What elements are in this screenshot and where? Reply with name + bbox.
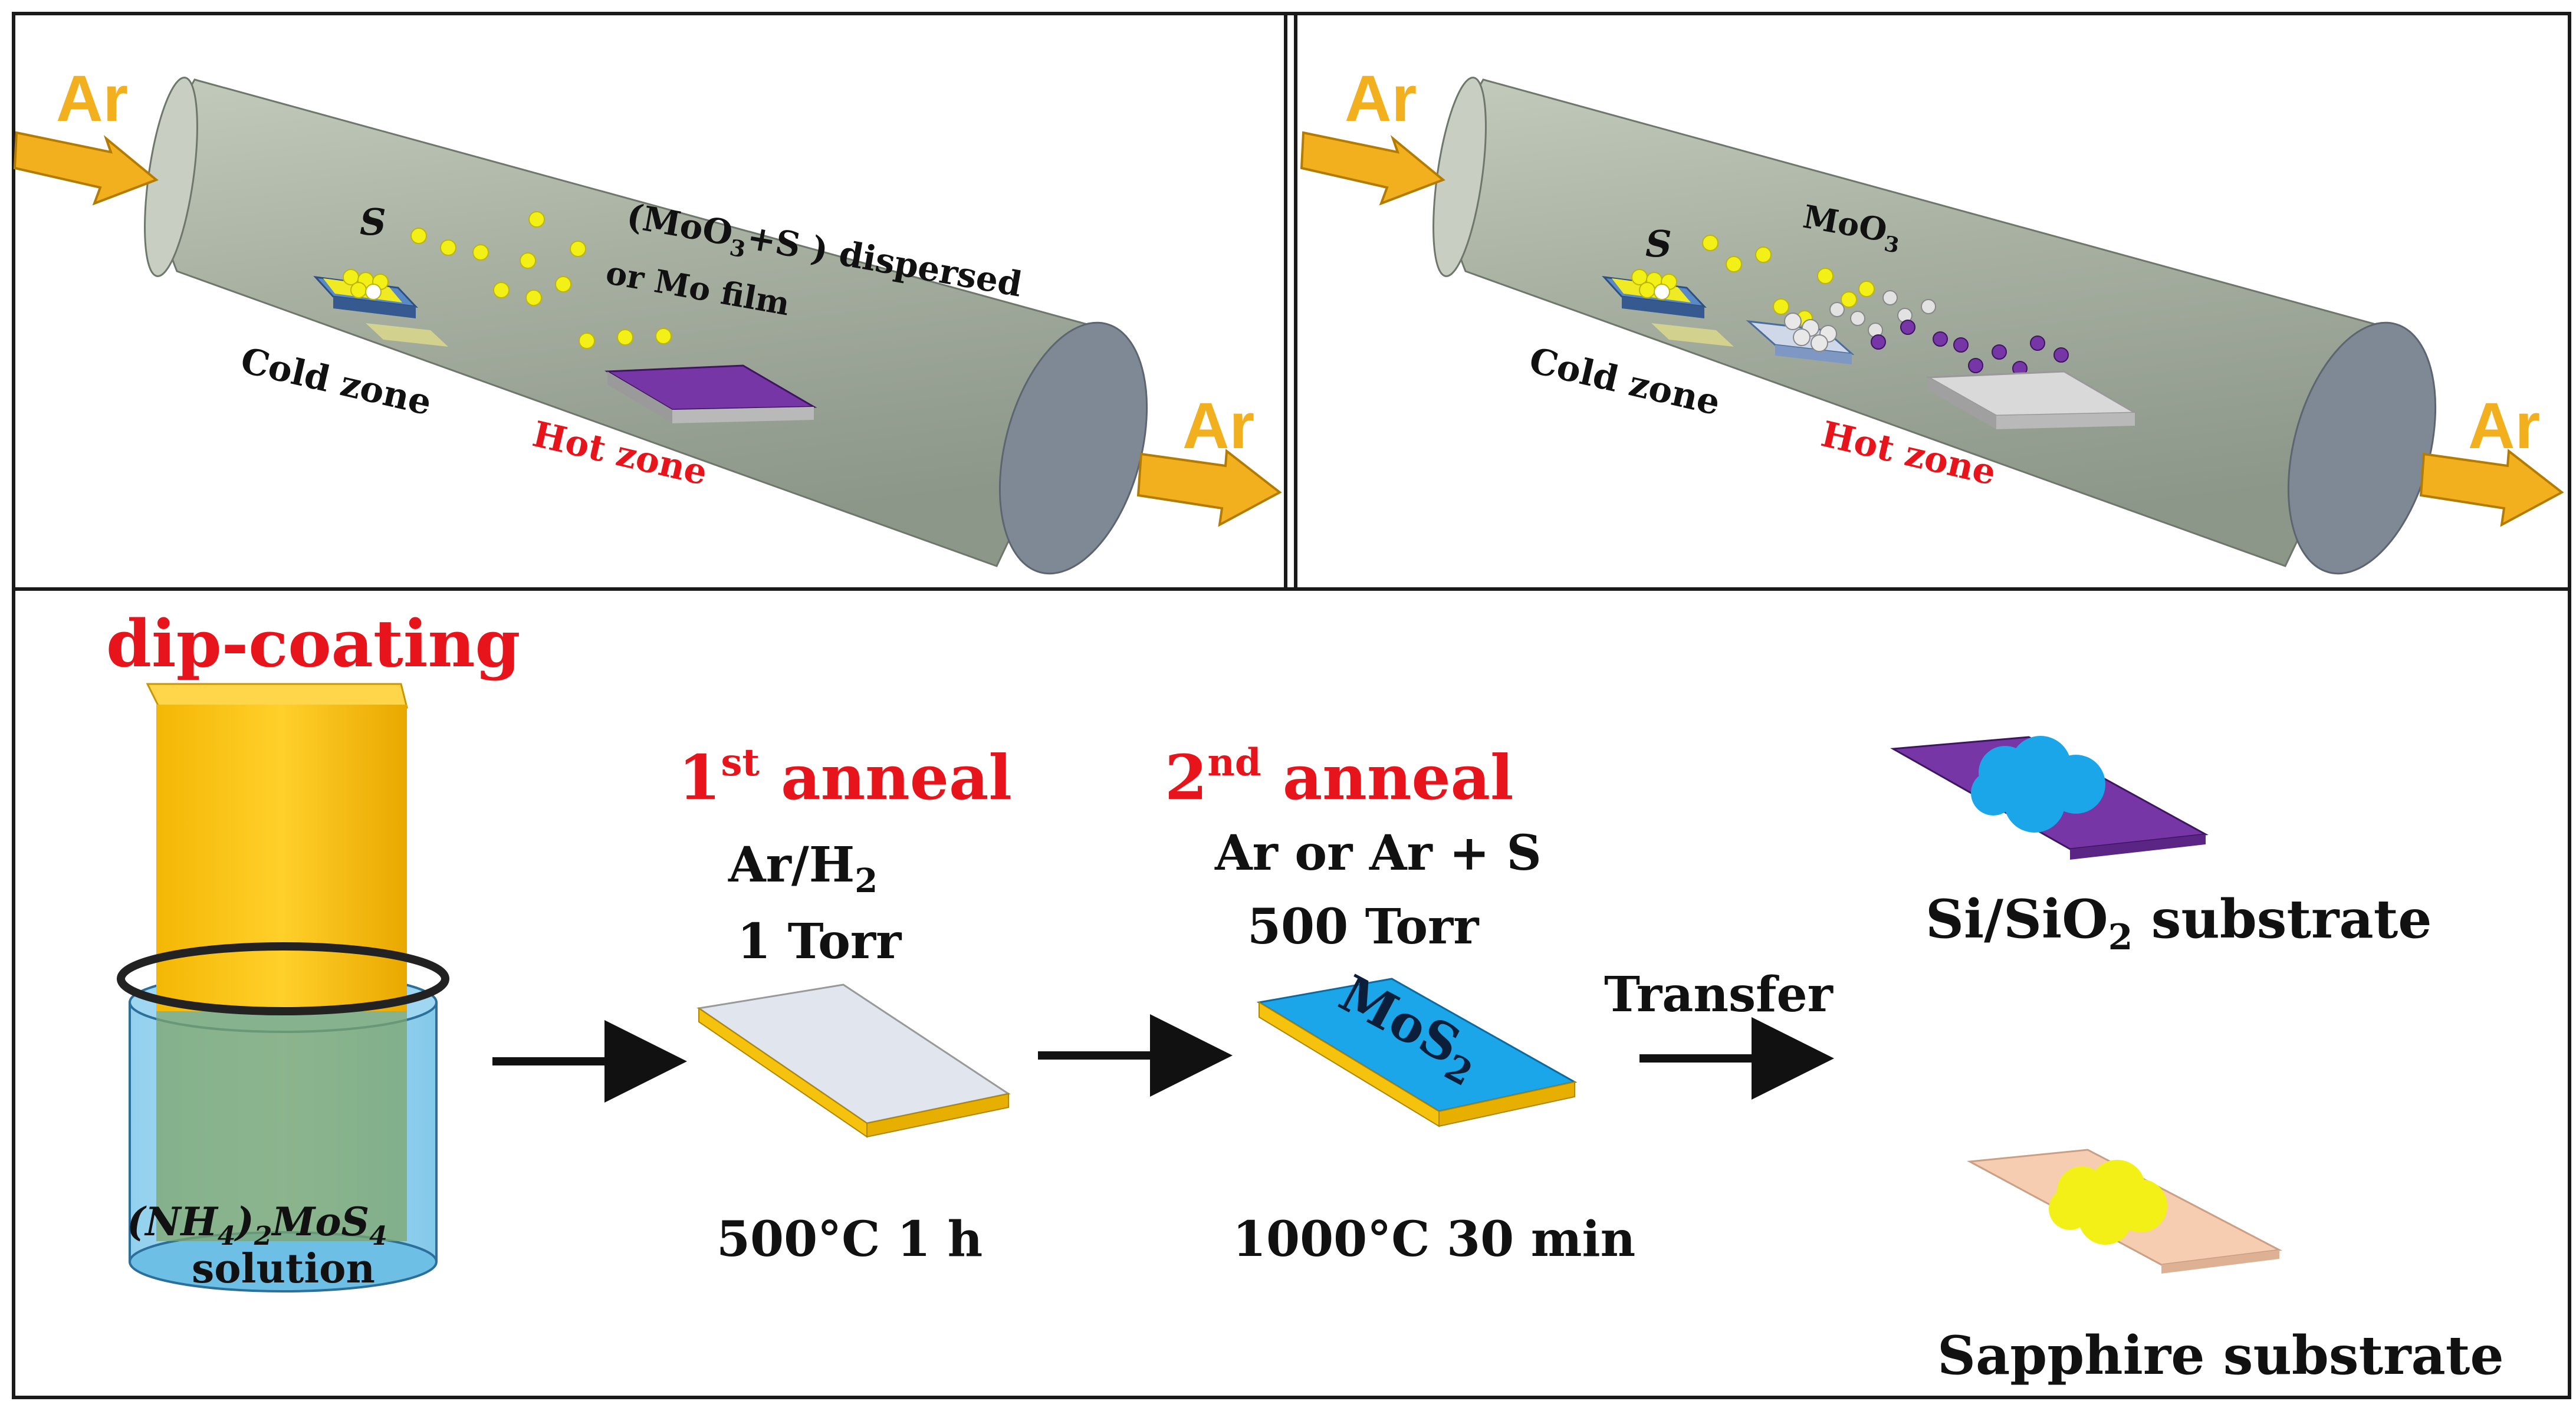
sapphire-substrate [1966,1149,2282,1274]
mos2-vapor-b [1871,320,2069,376]
sulfur-label-a: S [360,200,386,244]
mos2-sample [1256,978,1578,1127]
transfer-label: Transfer [1604,966,1834,1023]
solution-word: solution [192,1245,375,1292]
mos2-flake-sapphire [2049,1160,2167,1245]
beaker-rim [117,942,449,1015]
dip-substrate [146,683,408,1241]
ar-outlet-label-b: Ar [2468,390,2540,462]
anneal1-condition: 500°C 1 h [717,1211,983,1268]
mos2-flake-si [1971,736,2105,833]
sulfur-vapor-a [410,211,672,349]
ar-outlet-label-a: Ar [1182,390,1254,462]
anneal2-condition: 1000°C 30 min [1233,1211,1635,1268]
moo3-boat-b [1746,313,1855,364]
si-sio2-substrate [1890,736,2209,860]
furnace-tube-a [160,78,1110,567]
tube-outlet-end-a [998,321,1148,575]
furnace-tube-b [1449,78,2399,567]
substrate-b [1925,370,2138,429]
sulfur-shadow-a [366,323,448,347]
substrate-a [604,364,817,423]
panel-b: Ar Ar S [1300,63,2564,575]
sulfur-boat-a [313,269,418,318]
dip-coating-title: dip-coating [106,606,520,682]
ar-outlet-arrow-b [2419,449,2564,527]
anneal1-gas: Ar/H2 [728,837,878,900]
panel-a: Ar Ar S [13,63,1282,575]
sulfur-boat-b [1602,269,1707,318]
ar-inlet-label-a: Ar [56,63,128,135]
sulfur-label-b: S [1645,222,1672,265]
ar-inlet-label-b: Ar [1345,63,1417,135]
anneal1-sample [696,984,1011,1138]
panel-c-frame [12,587,2571,1399]
anneal2-title: 2nd anneal [1165,741,1514,814]
moo3-vapor-b [1829,290,1936,338]
ar-outlet-arrow-a [1136,449,1282,527]
solution-formula: (NH4)2MoS4 [127,1199,387,1251]
anneal1-pressure: 1 Torr [737,913,902,970]
sapphire-label: Sapphire substrate [1937,1324,2504,1387]
anneal2-pressure: 500 Torr [1247,899,1480,955]
ar-inlet-arrow-a [13,131,159,206]
anneal2-gas: Ar or Ar + S [1214,825,1542,882]
anneal1-title: 1st anneal [678,741,1012,814]
si-sio2-label: Si/SiO2 substrate [1926,888,2432,958]
panel-c: dip-coating (NH4)2MoS4 solution [106,606,2504,1387]
ar-inlet-arrow-b [1300,131,1445,206]
sulfur-shadow-b [1651,323,1734,347]
